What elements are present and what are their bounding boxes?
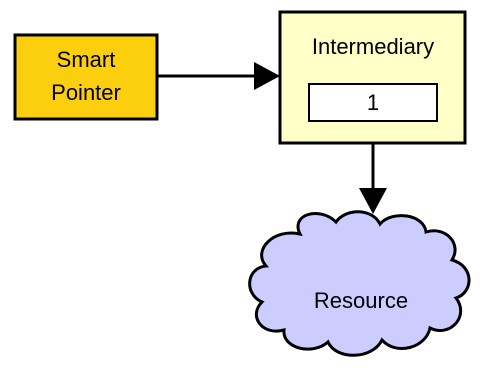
smart-pointer-box (13, 33, 159, 121)
reference-count-value: 1 (367, 90, 379, 115)
intermediary-box (278, 10, 467, 145)
smart-pointer-node: Smart Pointer (13, 33, 159, 121)
arrow-intermediary-to-resource (359, 143, 387, 214)
smart-pointer-label-line2: Pointer (51, 80, 121, 105)
resource-node: Resource (248, 210, 471, 357)
reference-count-box (308, 83, 438, 122)
arrow-pointer-to-intermediary (157, 62, 280, 90)
intermediary-node: Intermediary 1 (278, 10, 467, 145)
cloud-shape (248, 210, 471, 357)
smart-pointer-label-line1: Smart (57, 47, 116, 72)
resource-label: Resource (314, 288, 408, 313)
intermediary-title: Intermediary (312, 34, 434, 59)
